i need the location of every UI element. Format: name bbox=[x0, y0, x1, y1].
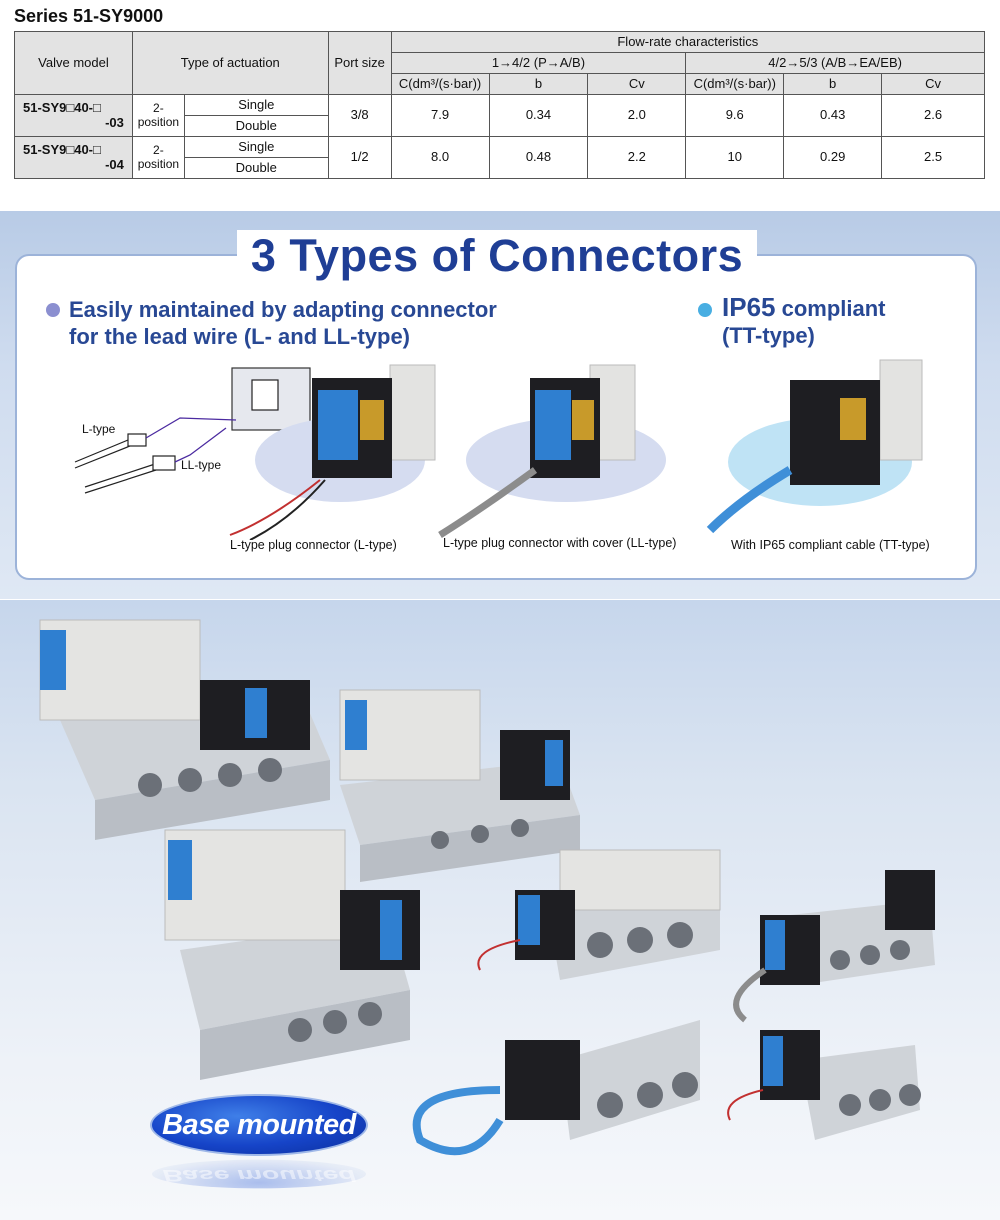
actuation-double: Double bbox=[183, 157, 329, 179]
b1-cell: 0.48 bbox=[488, 136, 589, 179]
header-c-1: C(dm³/(s·bar)) bbox=[390, 73, 490, 95]
bullet-icon bbox=[46, 303, 60, 317]
table-row: 51-SY9□40-□ -04 2- position Single 1/2 8… bbox=[14, 136, 985, 179]
actuation-single: Single bbox=[183, 136, 329, 158]
b1-cell: 0.34 bbox=[488, 94, 589, 137]
bullet-icon bbox=[698, 303, 712, 317]
position-cell: 2- position bbox=[131, 94, 185, 137]
cv2-cell: 2.6 bbox=[881, 94, 985, 137]
port-size-cell: 1/2 bbox=[327, 136, 392, 179]
header-b-1: b bbox=[488, 73, 589, 95]
single-valve-3 bbox=[412, 1020, 700, 1156]
c1-cell: 8.0 bbox=[390, 136, 490, 179]
caption-ll-type: L-type plug connector with cover (LL-typ… bbox=[443, 536, 677, 550]
manifold-photo bbox=[39, 619, 935, 1156]
l-type-valve bbox=[229, 364, 436, 540]
c1-cell: 7.9 bbox=[390, 94, 490, 137]
b2-cell: 0.43 bbox=[783, 94, 883, 137]
header-cv-1: Cv bbox=[587, 73, 687, 95]
table-row: 51-SY9□40-□ -03 2- position Single 3/8 7… bbox=[14, 94, 985, 137]
right-heading: IP65 compliant (TT-type) bbox=[722, 292, 886, 349]
table-row: Double bbox=[15, 157, 985, 179]
manifold-small bbox=[164, 829, 420, 1080]
position-cell: 2- position bbox=[131, 136, 185, 179]
port-size-cell: 3/8 bbox=[327, 94, 392, 137]
cv2-cell: 2.5 bbox=[881, 136, 985, 179]
badge-reflection: Base mounted bbox=[152, 1159, 366, 1189]
lead-wire-drawing bbox=[74, 367, 311, 494]
spec-table: Valve model Type of actuation Port size … bbox=[14, 31, 986, 179]
c2-cell: 9.6 bbox=[685, 94, 785, 137]
cv1-cell: 2.2 bbox=[587, 136, 687, 179]
valve-model-cell: 51-SY9□40-□ -04 bbox=[14, 136, 133, 179]
c2-cell: 10 bbox=[685, 136, 785, 179]
actuation-double: Double bbox=[183, 115, 329, 137]
header-b-2: b bbox=[783, 73, 883, 95]
actuation-single: Single bbox=[183, 94, 329, 116]
ll-type-label: LL-type bbox=[181, 458, 222, 472]
base-mounted-badge: Base mounted bbox=[150, 1094, 368, 1156]
valve-model-cell: 51-SY9□40-□ -03 bbox=[14, 94, 133, 137]
caption-tt-type: With IP65 compliant cable (TT-type) bbox=[731, 538, 930, 552]
header-cv-2: Cv bbox=[881, 73, 985, 95]
header-type-of-actuation: Type of actuation bbox=[131, 31, 329, 95]
single-valve-4 bbox=[727, 1030, 921, 1140]
caption-l-type: L-type plug connector (L-type) bbox=[230, 538, 397, 552]
left-heading: Easily maintained by adapting connector … bbox=[69, 297, 497, 349]
series-title: Series 51-SY9000 bbox=[14, 6, 164, 26]
connector-illustrations bbox=[74, 359, 923, 540]
single-valve-2 bbox=[733, 870, 935, 1023]
header-c-2: C(dm³/(s·bar)) bbox=[685, 73, 785, 95]
tt-type-valve bbox=[706, 359, 923, 534]
single-valve-1 bbox=[477, 849, 721, 980]
b2-cell: 0.29 bbox=[783, 136, 883, 179]
ll-type-valve bbox=[438, 364, 636, 538]
cv1-cell: 2.0 bbox=[587, 94, 687, 137]
manifold-large bbox=[39, 619, 330, 840]
header-port-size: Port size bbox=[327, 31, 392, 95]
header-group-2: 4/2→5/3 (A/B→EA/EB) bbox=[685, 52, 985, 74]
pointer-lines bbox=[145, 417, 237, 463]
header-valve-model: Valve model bbox=[14, 31, 133, 95]
header-flow-rate: Flow-rate characteristics bbox=[390, 31, 986, 53]
header-group-1: 1→4/2 (P→A/B) bbox=[390, 52, 687, 74]
l-type-label: L-type bbox=[82, 422, 116, 436]
connectors-title: 3 Types of Connectors bbox=[232, 230, 762, 286]
manifold-medium bbox=[339, 689, 580, 882]
